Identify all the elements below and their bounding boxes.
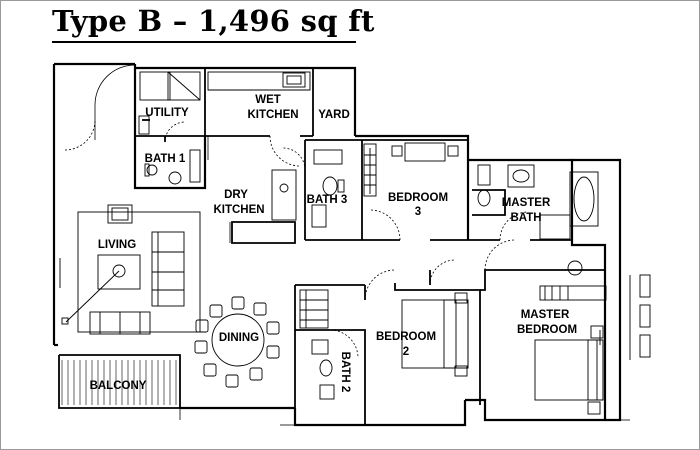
label-yard: YARD [318, 109, 350, 121]
label-bath3: BATH 3 [307, 194, 348, 206]
label-master-bath-line2: BATH [510, 212, 541, 224]
label-utility: UTILITY [145, 107, 189, 119]
balcony-hatch [61, 360, 177, 405]
dry-kitchen-fixtures [271, 169, 297, 221]
label-bath1: BATH 1 [145, 153, 186, 165]
label-living: LIVING [98, 239, 136, 251]
misc-lines [179, 136, 630, 426]
utility-fixtures [138, 71, 201, 185]
bedroom2-fixtures [401, 292, 469, 377]
label-bedroom3-line1: BEDROOM [388, 192, 448, 204]
plan-title: Type B – 1,496 sq ft [52, 4, 375, 38]
label-balcony: BALCONY [90, 380, 147, 392]
label-dry-kitchen-line2: KITCHEN [213, 204, 264, 216]
room-labels: UTILITY WET KITCHEN YARD BATH 1 DRY KITC… [90, 94, 577, 392]
interior-walls [58, 68, 605, 425]
bath3-fixtures [311, 149, 345, 228]
label-master-bath-line1: MASTER [502, 197, 551, 209]
outer-walls [52, 62, 622, 427]
label-master-bedroom-line1: MASTER [521, 309, 570, 321]
label-bedroom3-line2: 3 [415, 206, 421, 218]
label-dry-kitchen-line1: DRY [224, 189, 248, 201]
label-bedroom2-line2: 2 [403, 346, 409, 358]
label-bedroom2-line1: BEDROOM [376, 331, 436, 343]
bedroom3-fixtures [363, 142, 459, 197]
label-wet-kitchen-line2: KITCHEN [247, 109, 298, 121]
master-bath-fixtures [477, 164, 599, 240]
bath2-fixtures [299, 289, 335, 400]
label-dining: DINING [219, 332, 259, 344]
door-swings [64, 64, 529, 359]
label-wet-kitchen-line1: WET [255, 94, 281, 106]
side-windows [629, 274, 651, 360]
living-fixtures [59, 204, 201, 335]
label-bath2: BATH 2 [339, 352, 351, 393]
label-master-bedroom-line2: BEDROOM [517, 324, 577, 336]
title-underline [52, 41, 356, 43]
master-bedroom-fixtures [534, 260, 607, 415]
dining-fixtures [194, 296, 280, 388]
wet-kitchen-fixtures [207, 71, 311, 91]
